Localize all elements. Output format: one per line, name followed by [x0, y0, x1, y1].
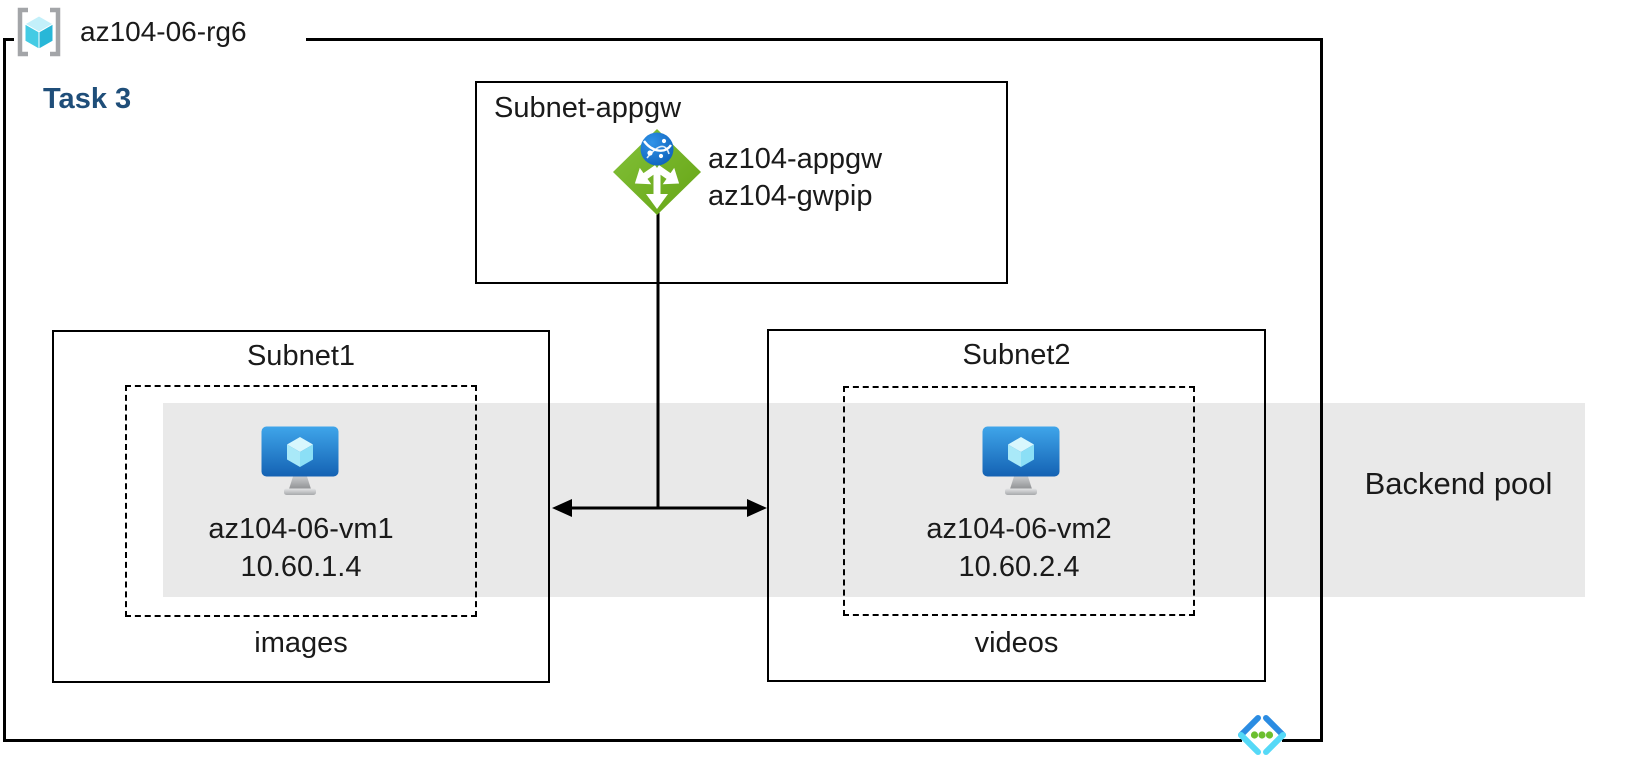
resource-group-header: az104-06-rg6	[14, 6, 306, 58]
subnet2-box: Subnet2	[767, 329, 1266, 682]
virtual-network-icon	[1234, 713, 1290, 755]
subnet1-label: Subnet1	[246, 340, 356, 372]
subnet1-vm-dashed-box	[125, 385, 477, 617]
subnet2-vm-dashed-box	[843, 386, 1195, 616]
virtual-machine-icon	[260, 425, 340, 497]
subnet2-folder-label: videos	[974, 627, 1059, 659]
appgw-public-ip-name: az104-gwpip	[708, 180, 873, 212]
appgw-name: az104-appgw	[708, 143, 883, 175]
resource-group-title: az104-06-rg6	[80, 16, 247, 47]
backend-pool-label: Backend pool	[1364, 466, 1553, 501]
subnet-appgw-box: Subnet-appgw	[475, 81, 1008, 284]
subnet-appgw-label: Subnet-appgw	[494, 92, 682, 124]
task-label: Task 3	[43, 83, 132, 115]
vm1-info: az104-06-vm1 10.60.1.4	[125, 510, 477, 586]
appgw-resource-names: az104-appgw az104-gwpip	[708, 141, 882, 215]
application-gateway-icon	[612, 128, 702, 216]
subnet2-label: Subnet2	[962, 339, 1071, 371]
resource-group-icon	[14, 7, 64, 57]
vm1-ip: 10.60.1.4	[240, 551, 362, 583]
vm1-name: az104-06-vm1	[208, 513, 394, 545]
vm2-ip: 10.60.2.4	[958, 551, 1080, 583]
virtual-machine-icon	[981, 425, 1061, 497]
backend-pool-band	[163, 403, 1585, 597]
vm2-info: az104-06-vm2 10.60.2.4	[843, 510, 1195, 586]
subnet1-folder-label: images	[254, 627, 348, 659]
subnet1-box: Subnet1	[52, 330, 550, 683]
resource-group-box	[3, 38, 1323, 742]
vm2-name: az104-06-vm2	[926, 513, 1112, 545]
